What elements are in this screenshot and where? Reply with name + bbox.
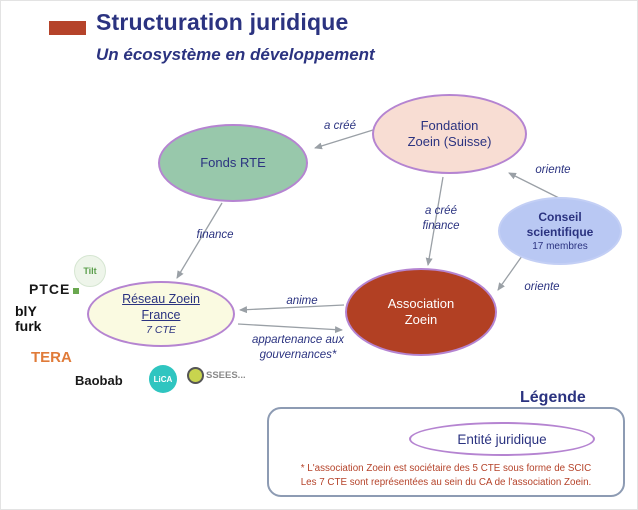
edge-label-oriente-fondation: oriente <box>535 164 571 176</box>
edge-label-oriente-association: oriente <box>524 281 560 293</box>
node-reseau-zoein-france: Réseau Zoein France 7 CTE <box>87 281 235 347</box>
node-sublabel: 7 CTE <box>146 324 176 337</box>
edge-conseil-association <box>497 255 523 291</box>
node-fonds-rte: Fonds RTE <box>158 124 308 202</box>
edge-label-appartenance: appartenance aux gouvernances* <box>251 334 345 361</box>
node-label: Fonds RTE <box>200 154 266 170</box>
edge-reseau-association <box>237 323 343 334</box>
node-label: Réseau Zoein France <box>122 291 200 322</box>
page-subtitle: Un écosystème en développement <box>96 45 375 64</box>
legend-entity-ellipse: Entité juridique <box>409 422 595 456</box>
node-label: Association Zoein <box>387 295 455 327</box>
legend-footnote: * L'association Zoein est sociétaire des… <box>300 463 592 488</box>
logo-baobab: Baobab <box>75 373 123 388</box>
legend-title: Légende <box>520 389 586 406</box>
logo-tera: TERA <box>31 349 72 366</box>
edge-label-anime: anime <box>286 295 318 307</box>
node-sublabel: 17 membres <box>532 241 588 252</box>
edge-label-finance: finance <box>196 229 234 241</box>
node-conseil-scientifique: Conseil scientifique 17 membres <box>498 197 622 265</box>
logo-audissees: SSEES... <box>187 367 246 384</box>
edge-label-a-cree: a créé <box>324 120 356 132</box>
logo-lica: LiCA <box>149 365 177 393</box>
page-title: Structuration juridique <box>96 9 349 35</box>
node-label: Conseil scientifique <box>526 210 594 239</box>
legend-entity-label: Entité juridique <box>457 431 547 447</box>
node-label: Fondation Zoein (Suisse) <box>407 117 492 149</box>
logo-ptce: PTCE <box>29 281 79 297</box>
node-fondation-zoein: Fondation Zoein (Suisse) <box>372 94 527 174</box>
logo-blyfurk: blY furk <box>15 303 42 334</box>
title-accent-bar <box>49 21 86 35</box>
edge-label-a-cree-finance: a créé finance <box>422 205 460 232</box>
node-association-zoein: Association Zoein <box>345 268 497 356</box>
